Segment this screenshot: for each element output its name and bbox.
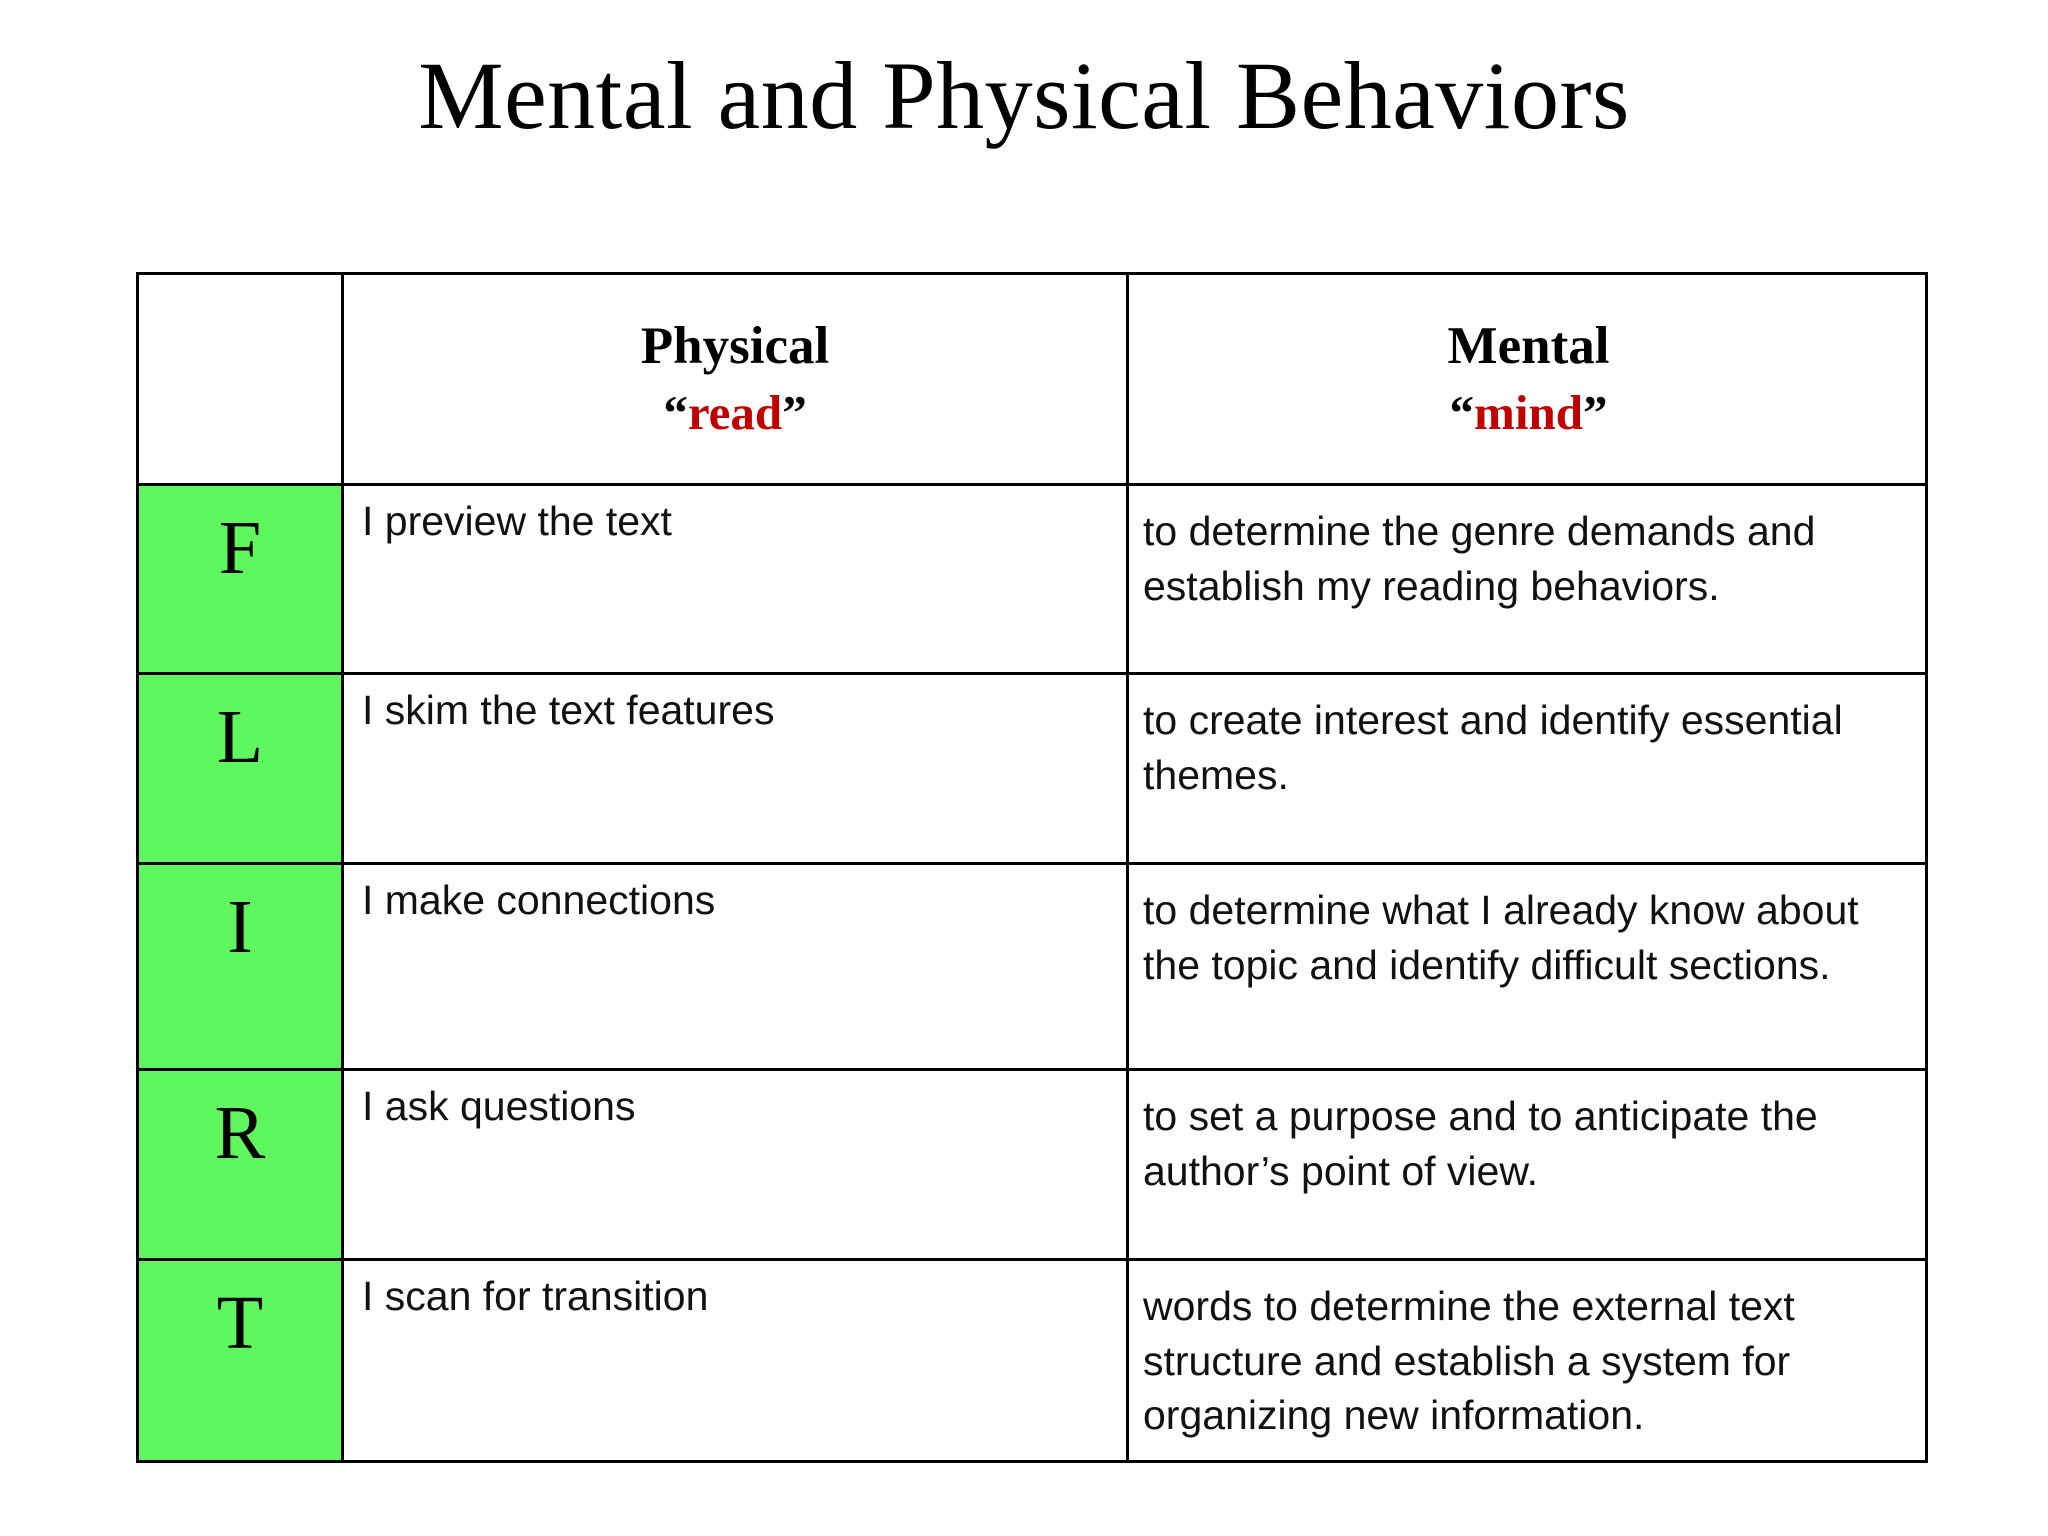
column-divider-letter-physical	[341, 275, 344, 1460]
quote-close-glyph: ”	[1582, 385, 1608, 441]
quote-open-glyph: “	[1449, 385, 1475, 441]
physical-behavior-cell: I preview the text	[362, 498, 672, 544]
quote-close-glyph: ”	[782, 385, 807, 441]
mental-behavior-cell: words to determine the external text str…	[1143, 1283, 1795, 1439]
mental-behavior-cell: to set a purpose and to anticipate the a…	[1143, 1093, 1818, 1194]
acronym-letter: R	[214, 1091, 266, 1175]
acronym-letter: T	[216, 1281, 264, 1365]
column-header-physical: Physical “read”	[344, 275, 1126, 483]
acronym-letter: L	[216, 695, 264, 779]
quote-open-glyph: “	[663, 385, 688, 441]
keyword-mind: mind	[1474, 385, 1583, 441]
column-header-mental-keyword: “mind”	[1450, 385, 1608, 441]
acronym-letter: I	[227, 885, 253, 969]
physical-behavior-cell: I scan for transition	[362, 1273, 709, 1319]
physical-behavior-cell: I make connections	[362, 877, 716, 923]
keyword-read: read	[687, 385, 783, 441]
column-divider-physical-mental	[1126, 275, 1129, 1460]
table-row: I	[139, 865, 341, 1068]
row-divider-header	[139, 483, 1925, 486]
row-divider-2	[139, 862, 1925, 865]
table-row: R	[139, 1071, 341, 1258]
table-row: L	[139, 675, 341, 862]
row-divider-4	[139, 1258, 1925, 1261]
page-title: Mental and Physical Behaviors	[418, 42, 1630, 149]
column-header-physical-title: Physical	[640, 317, 830, 376]
table-row: F	[139, 486, 341, 672]
column-header-mental-title: Mental	[1447, 317, 1610, 376]
row-divider-3	[139, 1068, 1925, 1071]
row-divider-1	[139, 672, 1925, 675]
mental-behavior-cell: to determine what I already know about t…	[1143, 887, 1859, 988]
physical-behavior-cell: I ask questions	[362, 1083, 636, 1129]
mental-behavior-cell: to create interest and identify essentia…	[1143, 697, 1843, 798]
mental-behavior-cell: to determine the genre demands and estab…	[1143, 508, 1816, 609]
acronym-letter: F	[218, 506, 262, 590]
flirt-behaviors-table: Physical “read” Mental “mind” F I previe…	[136, 272, 1928, 1463]
table-row: T	[139, 1261, 341, 1460]
column-header-physical-keyword: “read”	[663, 385, 806, 441]
column-header-mental: Mental “mind”	[1129, 275, 1928, 483]
physical-behavior-cell: I skim the text features	[362, 687, 775, 733]
